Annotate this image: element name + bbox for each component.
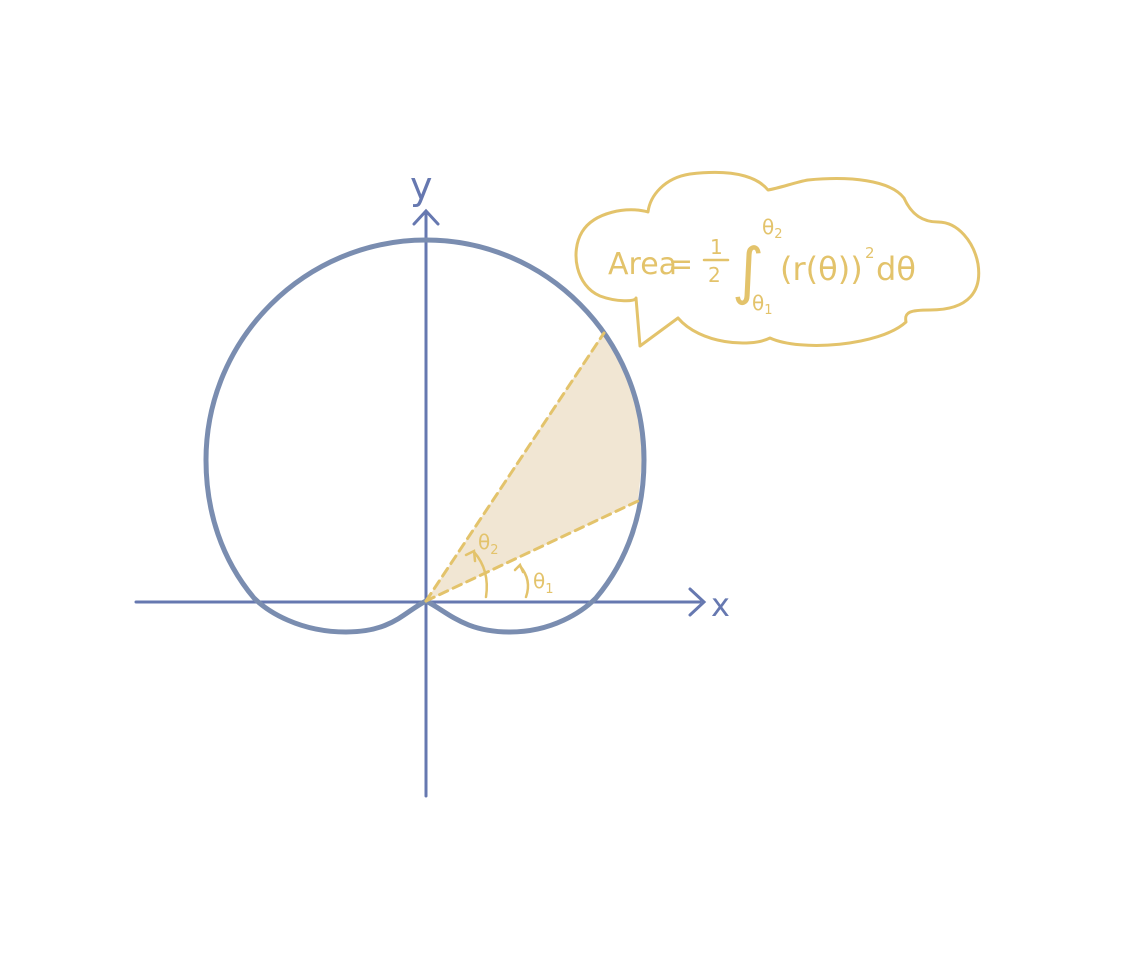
theta1-label: θ1 [533,569,554,597]
differential: dθ [876,250,916,288]
x-axis-arrowhead [688,587,707,617]
y-axis-label: y [410,164,433,208]
fraction-numerator: 1 [710,235,723,259]
theta2-arc-arrowhead [464,549,477,563]
integrand: (r(θ)) [780,250,863,288]
formula-equals: = [668,247,693,282]
fraction-denominator: 2 [708,263,721,287]
speech-cloud [574,170,981,348]
lower-limit: θ1 [752,291,773,318]
shaded-sector [426,332,643,601]
integrand-power: 2 [865,244,875,262]
polar-curve [203,237,647,635]
ray-theta2 [424,331,606,603]
ray-theta1 [424,499,640,603]
x-axis-label: x [711,586,730,624]
theta1-arc-arrowhead [513,562,525,574]
theta2-arc [472,550,488,599]
area-formula: Area = 1 2 ∫ θ2 θ1 (r(θ)) 2 dθ [608,215,916,318]
y-axis [412,208,440,798]
x-axis [134,587,707,617]
y-axis-arrowhead [412,208,440,226]
upper-limit: θ2 [762,215,783,242]
theta2-label: θ2 [478,530,499,558]
angle-rays [424,331,640,603]
formula-lhs: Area [608,247,677,282]
integral-sign: ∫ [732,234,764,307]
